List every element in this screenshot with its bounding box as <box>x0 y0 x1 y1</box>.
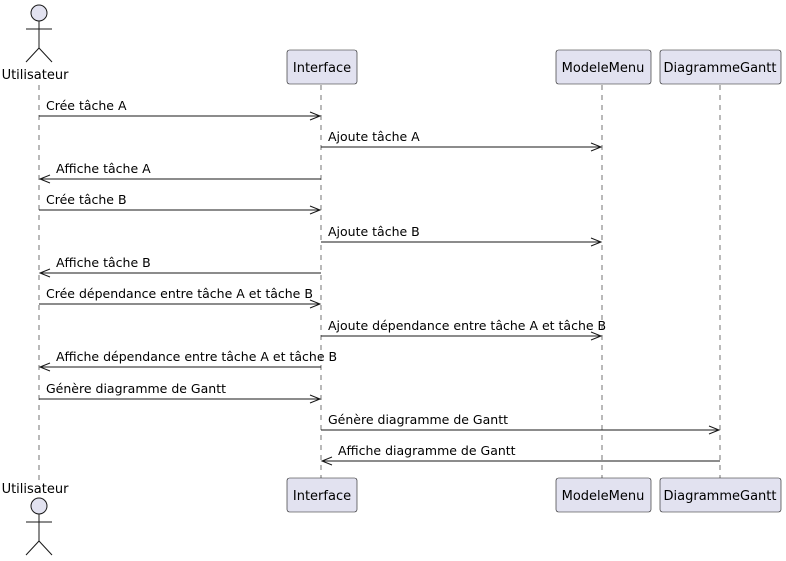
participant-label: Interface <box>293 61 351 76</box>
arrowhead-icon <box>309 111 322 121</box>
message-label: Affiche tâche B <box>56 255 151 270</box>
stick-figure-icon <box>25 497 53 556</box>
message-9: Affiche dépendance entre tâche A et tâch… <box>38 349 337 372</box>
arrowhead-icon <box>38 362 51 372</box>
actor-bottom-utilisateur: Utilisateur <box>2 482 70 556</box>
arrowhead-icon <box>590 237 603 247</box>
message-label: Affiche tâche A <box>56 161 151 176</box>
arrowhead-icon <box>38 268 51 278</box>
arrowhead-icon <box>38 174 51 184</box>
actor-name: Utilisateur <box>2 68 70 83</box>
message-1: Crée tâche A <box>39 98 322 121</box>
arrowhead-icon <box>320 456 333 466</box>
message-6: Affiche tâche B <box>38 255 321 278</box>
stick-figure-icon <box>25 4 53 63</box>
message-label: Ajoute tâche B <box>328 224 420 239</box>
participant-top-diagrammegantt: DiagrammeGantt <box>659 49 782 85</box>
message-label: Crée tâche B <box>46 192 127 207</box>
message-11: Génère diagramme de Gantt <box>321 412 721 435</box>
message-label: Ajoute tâche A <box>328 129 420 144</box>
participant-label: Interface <box>293 489 351 504</box>
participant-bottom-diagrammegantt: DiagrammeGantt <box>659 477 782 513</box>
arrowhead-icon <box>309 299 322 309</box>
actor-name: Utilisateur <box>2 482 70 497</box>
participant-bottom-modelemenu: ModeleMenu <box>555 477 652 513</box>
participant-label: ModeleMenu <box>562 489 645 504</box>
message-3: Affiche tâche A <box>38 161 321 184</box>
actor-top-utilisateur: Utilisateur <box>2 4 70 83</box>
message-4: Crée tâche B <box>39 192 322 215</box>
message-label: Affiche dépendance entre tâche A et tâch… <box>56 349 337 364</box>
participant-label: DiagrammeGantt <box>664 489 777 504</box>
arrowhead-icon <box>309 205 322 215</box>
arrowhead-icon <box>708 425 721 435</box>
message-2: Ajoute tâche A <box>321 129 603 152</box>
participant-top-modelemenu: ModeleMenu <box>555 49 652 85</box>
message-10: Génère diagramme de Gantt <box>39 381 322 404</box>
message-label: Génère diagramme de Gantt <box>46 381 226 396</box>
message-label: Affiche diagramme de Gantt <box>338 443 516 458</box>
message-label: Crée tâche A <box>46 98 127 113</box>
participant-label: DiagrammeGantt <box>664 61 777 76</box>
arrowhead-icon <box>309 394 322 404</box>
arrowhead-icon <box>590 142 603 152</box>
message-5: Ajoute tâche B <box>321 224 603 247</box>
participant-label: ModeleMenu <box>562 61 645 76</box>
participant-top-interface: Interface <box>286 49 358 85</box>
message-12: Affiche diagramme de Gantt <box>320 443 720 466</box>
message-label: Génère diagramme de Gantt <box>328 412 508 427</box>
message-label: Crée dépendance entre tâche A et tâche B <box>46 286 313 301</box>
arrowhead-icon <box>590 331 603 341</box>
message-8: Ajoute dépendance entre tâche A et tâche… <box>321 318 606 341</box>
messages: Crée tâche A Ajoute tâche A Affiche tâche … <box>38 98 721 466</box>
message-7: Crée dépendance entre tâche A et tâche B <box>39 286 322 309</box>
message-label: Ajoute dépendance entre tâche A et tâche… <box>328 318 606 333</box>
participant-bottom-interface: Interface <box>286 477 358 513</box>
